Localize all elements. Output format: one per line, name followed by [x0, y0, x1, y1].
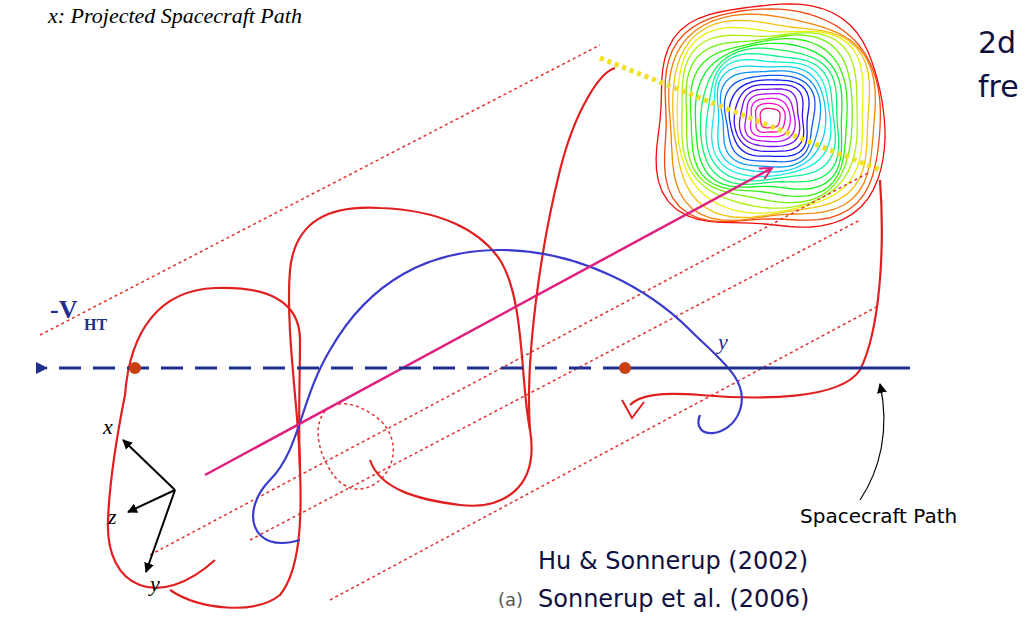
- heading-fragment: 2d: [978, 26, 1016, 59]
- heading-fragment: fre: [978, 70, 1019, 103]
- velocity-label: -V: [50, 296, 77, 325]
- contour-line: [712, 60, 831, 177]
- axial-field-line: [253, 250, 742, 543]
- contour-line: [686, 35, 852, 203]
- projected-path-line: [600, 58, 880, 170]
- contour-line: [701, 48, 839, 184]
- spacecraft-path: [625, 367, 910, 370]
- contour-line: [706, 54, 835, 181]
- crossing-dot: [129, 362, 141, 374]
- citation: Hu & Sonnerup (2002): [538, 548, 808, 574]
- contour-line: [669, 14, 876, 220]
- leader-line: [860, 384, 884, 500]
- axis-label: z: [108, 505, 117, 529]
- contour-line: [695, 43, 842, 189]
- contour-line: [682, 33, 858, 208]
- contour-line: [690, 39, 847, 197]
- citation: Sonnerup et al. (2006): [538, 586, 809, 612]
- flux-rope-axis: [205, 168, 772, 475]
- contour-line: [656, 4, 885, 227]
- contour-line: [724, 75, 815, 162]
- panel-label: (a): [498, 590, 523, 610]
- velocity-subscript: HT: [84, 316, 107, 334]
- contour-line: [720, 71, 820, 167]
- contour-line: [665, 9, 881, 222]
- projection-lines: [40, 45, 880, 600]
- field-contour-map: [656, 4, 885, 227]
- figure-label: x: Projected Spacecraft Path: [48, 4, 302, 28]
- contour-line: [734, 85, 804, 152]
- crossing-dot: [619, 362, 631, 374]
- axis-label: y: [718, 330, 728, 354]
- field-arrowhead: [622, 400, 644, 418]
- coordinate-axes: [123, 440, 175, 572]
- path-label: Spacecraft Path: [800, 505, 957, 527]
- field-line-loops: [108, 68, 882, 608]
- contour-line: [677, 28, 863, 214]
- contour-line: [717, 66, 826, 172]
- contour-line: [729, 80, 809, 156]
- contour-line: [751, 98, 791, 136]
- axis-label: y: [150, 572, 160, 596]
- axis-label: x: [103, 415, 113, 439]
